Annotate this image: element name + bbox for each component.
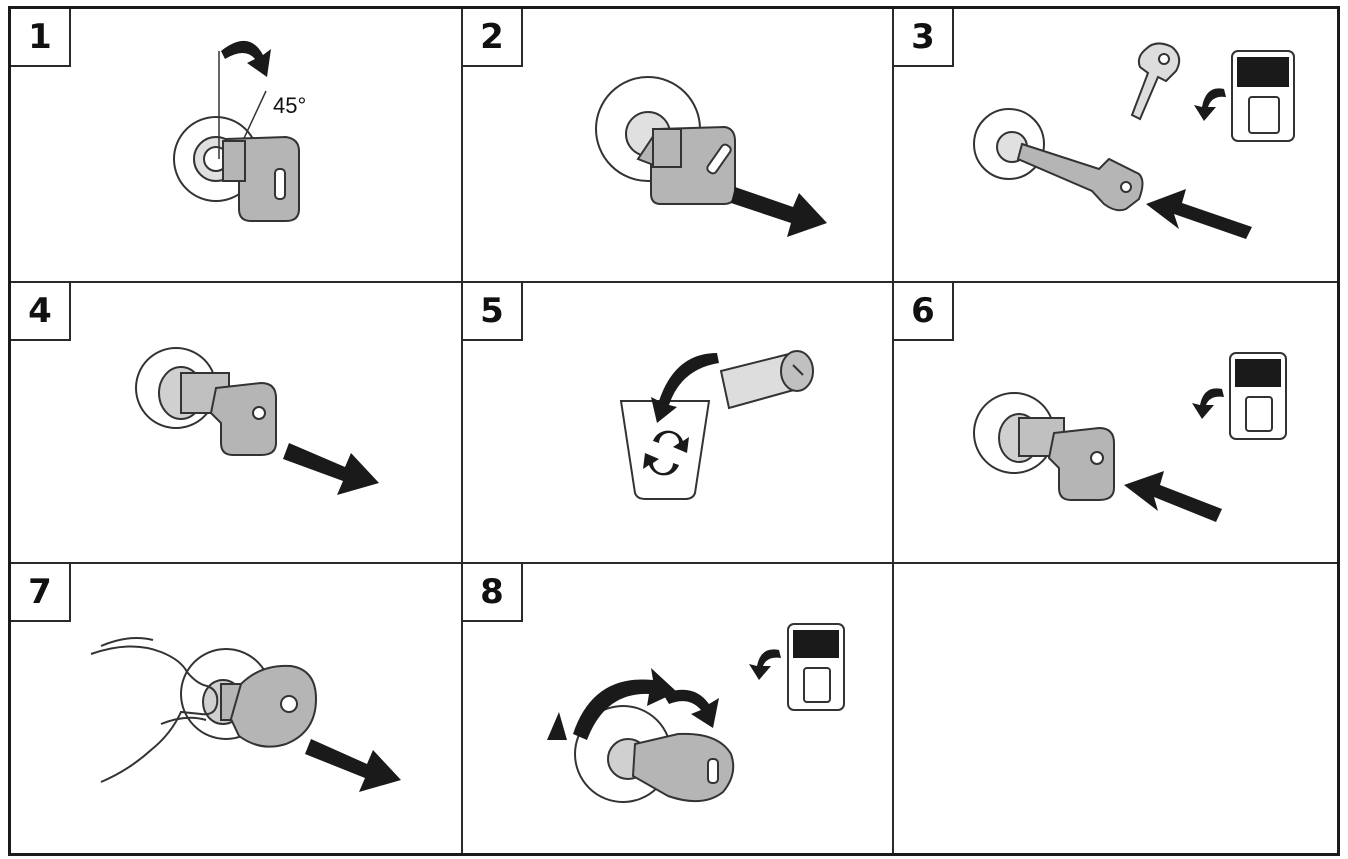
key-rotate-icon: [463, 564, 892, 853]
step-number: 3: [894, 9, 954, 67]
step-number: 8: [463, 564, 523, 622]
step-4-panel: 4: [11, 283, 461, 562]
recycle-bin-icon: [463, 283, 892, 562]
key-turn-icon: 45°: [11, 9, 461, 281]
cylinder-remove-icon: [11, 283, 461, 562]
empty-panel: [894, 564, 1340, 853]
step-5-panel: 5: [463, 283, 892, 562]
hand-icon: [11, 564, 461, 853]
instruction-sheet: 45° 1 2 3: [8, 6, 1340, 856]
angle-label: 45°: [273, 93, 306, 118]
step-2-panel: 2: [463, 9, 892, 281]
key-remove-icon: [463, 9, 892, 281]
step-number: 7: [11, 564, 71, 622]
step-7-panel: 7: [11, 564, 461, 853]
key-card-icon: [894, 283, 1340, 562]
step-3-panel: 3: [894, 9, 1340, 281]
key-insert-icon: [894, 9, 1340, 281]
step-1-panel: 45° 1: [11, 9, 461, 281]
step-number: 6: [894, 283, 954, 341]
step-number: 4: [11, 283, 71, 341]
step-number: 2: [463, 9, 523, 67]
step-6-panel: 6: [894, 283, 1340, 562]
step-8-panel: 8: [463, 564, 892, 853]
step-number: 5: [463, 283, 523, 341]
step-number: 1: [11, 9, 71, 67]
